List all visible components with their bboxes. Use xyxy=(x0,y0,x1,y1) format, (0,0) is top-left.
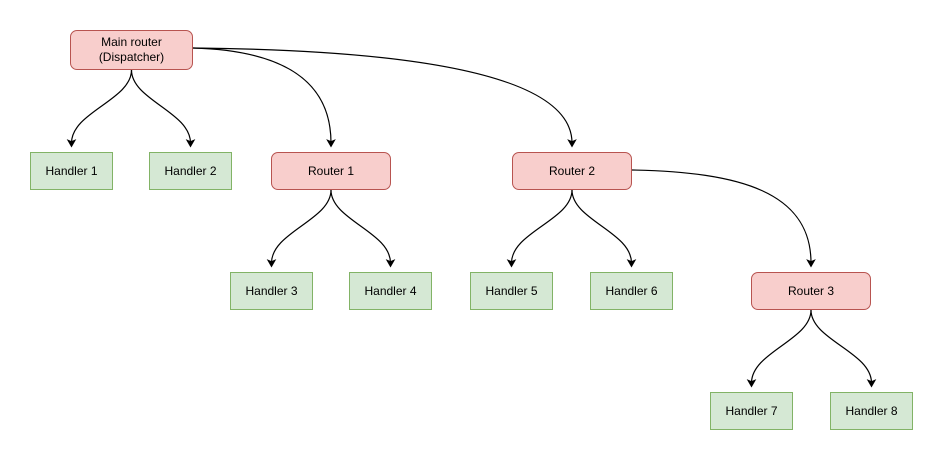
edge-paths xyxy=(66,47,877,388)
node-handler-7[interactable]: Handler 7 xyxy=(710,392,793,430)
node-router-3[interactable]: Router 3 xyxy=(751,272,871,310)
edge-main-to-router-2 xyxy=(192,47,577,148)
edge-main-to-router-1 xyxy=(192,47,336,148)
node-label-handler-8: Handler 8 xyxy=(845,403,898,418)
edge-router-3-to-handler-8 xyxy=(810,309,877,388)
node-router-2[interactable]: Router 2 xyxy=(512,152,632,190)
node-handler-5[interactable]: Handler 5 xyxy=(470,272,553,310)
edge-router-1-to-handler-4 xyxy=(330,189,396,268)
node-handler-1[interactable]: Handler 1 xyxy=(30,152,113,190)
node-label-router-2: Router 2 xyxy=(548,163,596,178)
node-label-handler-1: Handler 1 xyxy=(45,163,98,178)
node-handler-6[interactable]: Handler 6 xyxy=(590,272,673,310)
node-label-router-1: Router 1 xyxy=(307,163,355,178)
edge-main-to-handler-2 xyxy=(130,69,196,148)
node-label-router-3: Router 3 xyxy=(787,283,835,298)
node-label-handler-6: Handler 6 xyxy=(605,283,658,298)
node-handler-8[interactable]: Handler 8 xyxy=(830,392,913,430)
edge-main-to-handler-1 xyxy=(66,69,133,148)
node-label-handler-4: Handler 4 xyxy=(364,283,417,298)
node-label-handler-2: Handler 2 xyxy=(164,163,217,178)
edge-router-2-to-handler-5 xyxy=(506,189,573,268)
node-label-handler-7: Handler 7 xyxy=(725,403,778,418)
node-label-handler-5: Handler 5 xyxy=(485,283,538,298)
node-label-main-router: Main router (Dispatcher) xyxy=(98,35,165,64)
edge-router-2-to-handler-6 xyxy=(571,189,637,268)
node-handler-2[interactable]: Handler 2 xyxy=(149,152,232,190)
node-handler-3[interactable]: Handler 3 xyxy=(230,272,313,310)
node-main-router[interactable]: Main router (Dispatcher) xyxy=(70,30,193,70)
edge-router-3-to-handler-7 xyxy=(746,309,812,388)
node-handler-4[interactable]: Handler 4 xyxy=(349,272,432,310)
node-router-1[interactable]: Router 1 xyxy=(271,152,391,190)
node-label-handler-3: Handler 3 xyxy=(245,283,298,298)
edge-router-1-to-handler-3 xyxy=(266,189,332,268)
edge-router-2-to-router-3 xyxy=(631,169,816,268)
